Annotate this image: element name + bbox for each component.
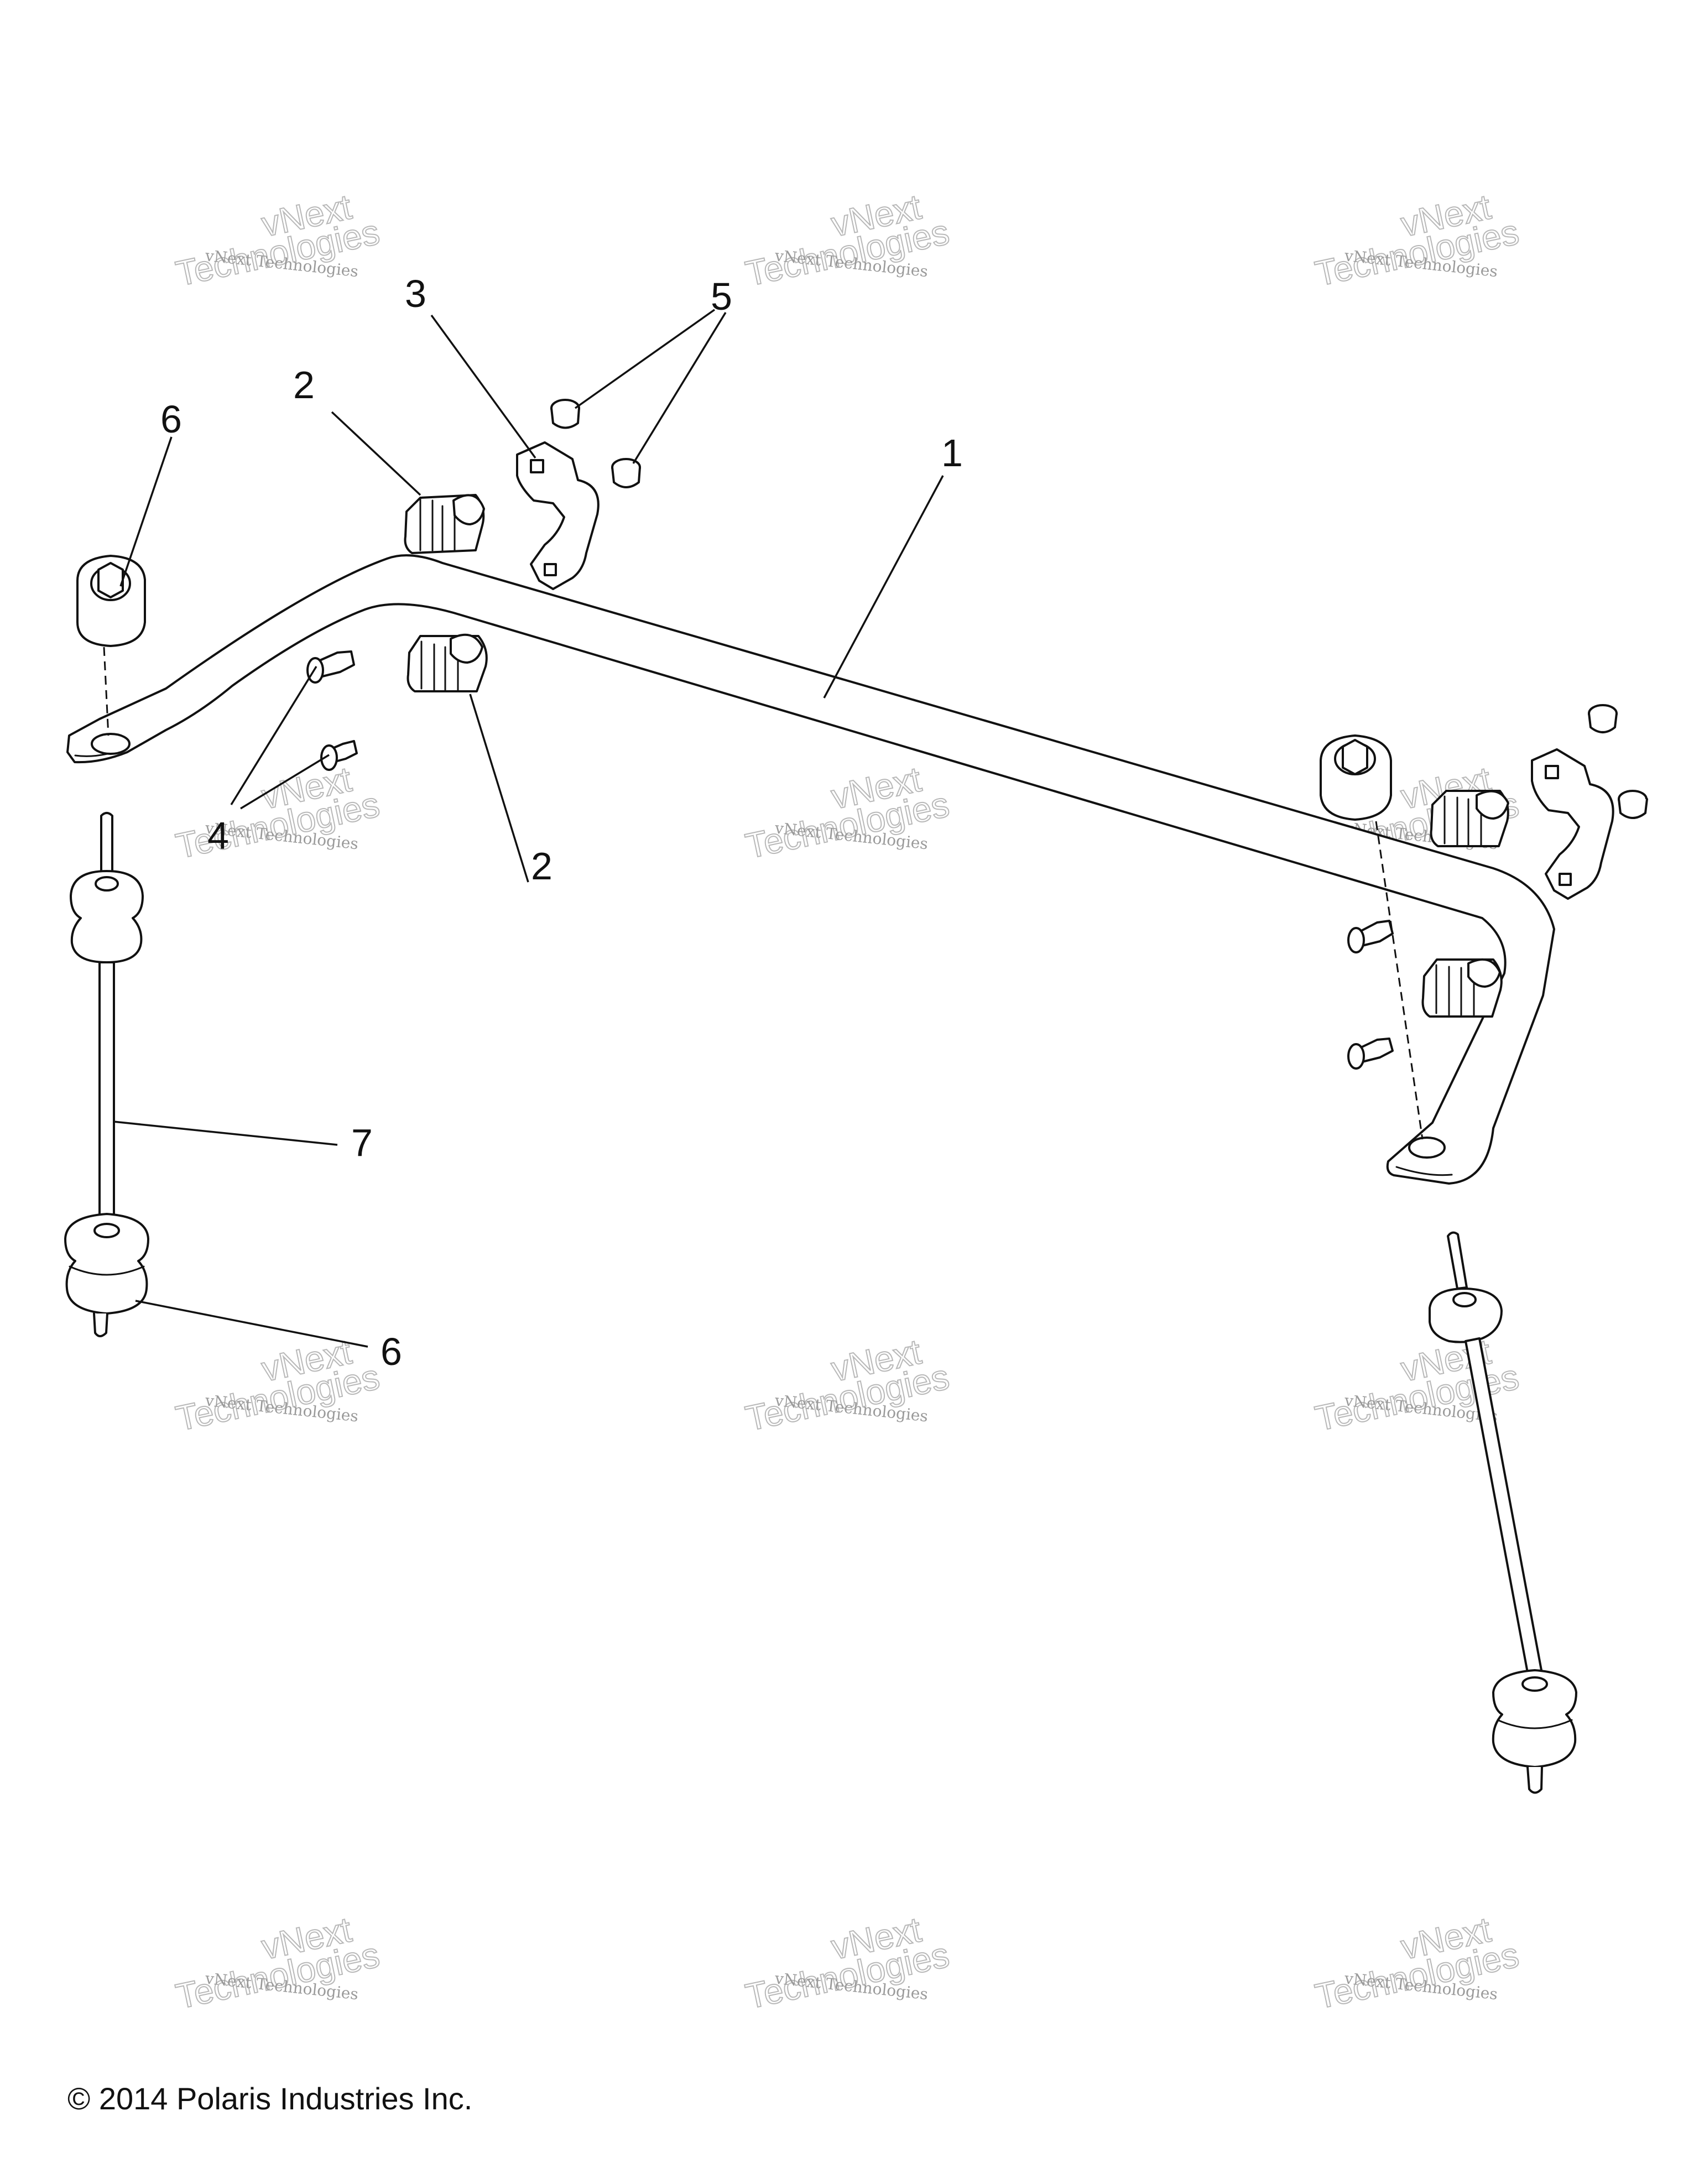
bushing-lower-right bbox=[1421, 958, 1503, 1018]
grommet-upper-right bbox=[1320, 734, 1424, 1140]
bolt-right-upper bbox=[1347, 920, 1394, 953]
bushing-lower-left bbox=[406, 633, 488, 692]
copyright-notice: © 2014 Polaris Industries Inc. bbox=[67, 2081, 473, 2116]
watermark: Technologies vNext vNext Technologies bbox=[742, 1909, 953, 2017]
watermark: Technologies vNext vNext Technologies bbox=[172, 186, 383, 294]
watermark: Technologies vNext vNext Technologies bbox=[742, 758, 953, 867]
clamp-hole bbox=[1545, 765, 1559, 779]
bolt-right-lower bbox=[1347, 1038, 1394, 1070]
bolt-upper bbox=[306, 650, 355, 684]
bolt-lower bbox=[320, 740, 358, 771]
bushing-upper-left bbox=[404, 494, 485, 554]
end-link-left bbox=[64, 812, 149, 1337]
callouts: 1 2 2 3 4 5 6 6 7 bbox=[160, 272, 963, 1373]
watermark: Technologies vNext vNext Technologies bbox=[172, 1909, 383, 2017]
stabilizer-bar bbox=[66, 554, 1555, 1185]
clamp-left bbox=[516, 441, 600, 590]
bar-end-hole bbox=[91, 733, 131, 755]
clamp-hole bbox=[544, 563, 557, 576]
nut-right-lower bbox=[1618, 790, 1648, 819]
end-link-right bbox=[1429, 1231, 1577, 1794]
clamp-hole bbox=[1559, 873, 1572, 886]
callout-4: 4 bbox=[207, 814, 229, 857]
bushing-upper-right bbox=[1430, 790, 1509, 847]
callout-6-lower: 6 bbox=[381, 1330, 402, 1373]
nut-lower bbox=[611, 458, 641, 488]
watermark: Technologies vNext vNext Technologies bbox=[742, 186, 953, 294]
watermarks: Technologies vNext vNext Technologies Te… bbox=[172, 186, 1523, 2017]
clamp-hole bbox=[530, 459, 544, 473]
watermark: Technologies vNext vNext Technologies bbox=[742, 1331, 953, 1439]
callout-1: 1 bbox=[941, 431, 963, 475]
watermark: Technologies vNext vNext Technologies bbox=[1311, 1909, 1523, 2017]
callout-6-upper: 6 bbox=[160, 398, 182, 441]
nut-right-upper bbox=[1588, 704, 1618, 733]
leader-lines bbox=[113, 309, 944, 1348]
callout-7: 7 bbox=[351, 1121, 373, 1164]
bar-end-hole bbox=[1408, 1137, 1446, 1159]
watermark: Technologies vNext vNext Technologies bbox=[172, 758, 383, 867]
callout-3: 3 bbox=[405, 272, 426, 315]
callout-2-lower: 2 bbox=[531, 845, 553, 888]
nut-upper bbox=[550, 399, 580, 429]
clamp-right bbox=[1531, 748, 1614, 900]
callout-2-upper: 2 bbox=[293, 363, 315, 406]
watermark: Technologies vNext vNext Technologies bbox=[1311, 186, 1523, 294]
callout-5: 5 bbox=[711, 275, 732, 318]
watermark: Technologies vNext vNext Technologies bbox=[172, 1331, 383, 1439]
grommet-upper-left bbox=[76, 555, 146, 736]
